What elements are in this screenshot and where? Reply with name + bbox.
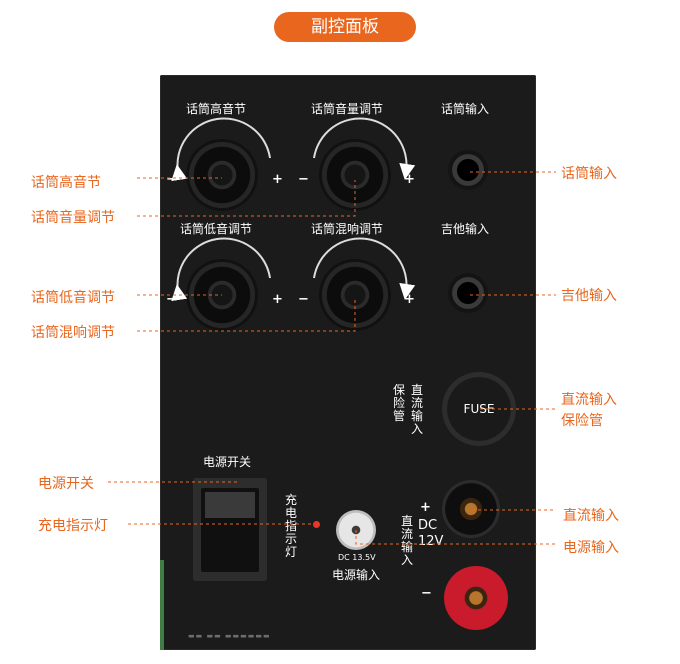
volume-plus-sign: + — [404, 172, 415, 187]
fuse-vertical-label: 保险管 — [392, 383, 405, 423]
mic-input-jack[interactable] — [448, 150, 488, 190]
dc-positive-terminal[interactable] — [444, 566, 508, 630]
fuse-label: FUSE — [463, 402, 495, 416]
callout-charge-indicator: 充电指示灯 — [38, 518, 108, 534]
callout-dc-fuse-line1: 直流输入 — [561, 392, 617, 408]
callout-mic-reverb: 话筒混响调节 — [31, 325, 115, 341]
reverb-arc — [313, 237, 416, 300]
callout-dc-fuse-line2: 保险管 — [561, 413, 603, 429]
page-title: 副控面板 — [274, 12, 416, 42]
label-power-switch: 电源开关 — [203, 455, 252, 469]
treble-arc — [171, 117, 271, 182]
dc-spec-label: DC 13.5V — [338, 553, 376, 562]
treble-plus-sign: + — [272, 172, 283, 187]
callout-mic-input: 话筒输入 — [561, 166, 617, 182]
callout-mic-treble: 话筒高音节 — [31, 175, 101, 191]
label-mic-reverb: 话筒混响调节 — [311, 222, 384, 236]
fine-print: ▬▬ ▬▬ ▬▬▬▬▬▬ — [188, 632, 271, 640]
fuse-dc-vertical-label: 直流输入 — [410, 383, 423, 436]
label-mic-treble: 话筒高音节 — [186, 102, 247, 116]
leader-power-input — [355, 530, 556, 545]
dc-plus-sign: + — [420, 500, 431, 515]
label-mic-input: 话筒输入 — [441, 102, 490, 116]
label-dc-power-input: 电源输入 — [332, 568, 381, 582]
panel-edge-strip — [160, 560, 164, 650]
leader-mic-reverb — [137, 297, 356, 332]
charge-indicator-led — [313, 521, 320, 528]
reverb-plus-sign: + — [404, 292, 415, 307]
mic-reverb-knob[interactable] — [322, 262, 388, 328]
power-switch-rocker[interactable] — [205, 492, 255, 518]
guitar-input-jack[interactable] — [448, 273, 488, 313]
label-mic-bass: 话筒低音调节 — [180, 222, 253, 236]
label-charge-indicator: 充电指示灯 — [284, 493, 297, 559]
callout-power-input: 电源输入 — [563, 540, 619, 556]
dc-minus-sign: − — [421, 586, 432, 601]
bass-plus-sign: + — [272, 292, 283, 307]
callout-mic-volume: 话筒音量调节 — [31, 210, 115, 226]
callout-dc-input: 直流输入 — [563, 508, 619, 524]
volume-minus-sign: − — [298, 172, 309, 187]
callout-mic-bass: 话筒低音调节 — [31, 290, 115, 306]
volume-arc — [313, 117, 416, 180]
leader-mic-volume — [137, 180, 356, 217]
label-mic-volume: 话筒音量调节 — [311, 102, 384, 116]
bass-arc — [171, 237, 271, 302]
dc-negative-terminal[interactable] — [442, 480, 500, 538]
callout-power-switch: 电源开关 — [38, 476, 94, 492]
treble-minus-sign: − — [166, 172, 177, 187]
callout-guitar-input: 吉他输入 — [561, 288, 617, 304]
label-guitar-input: 吉他输入 — [441, 222, 490, 236]
reverb-minus-sign: − — [298, 292, 309, 307]
mic-treble-knob[interactable] — [189, 142, 255, 208]
bass-minus-sign: − — [166, 292, 177, 307]
fuse-holder[interactable] — [442, 372, 516, 446]
